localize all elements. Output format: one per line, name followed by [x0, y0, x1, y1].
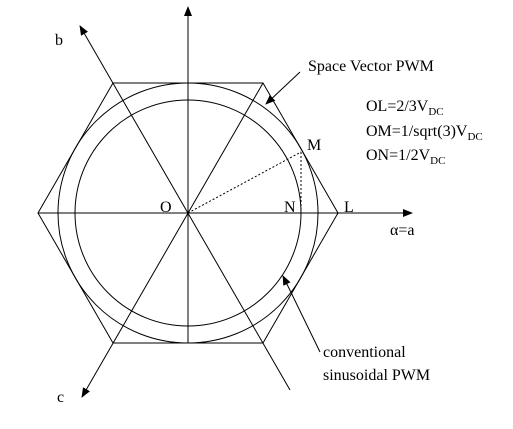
vertical-arrowhead [184, 6, 192, 16]
point-m-label: M [307, 137, 321, 154]
svpwm-annotation: Space Vector PWM [308, 58, 434, 75]
equation-on-main: ON=1/2V [366, 147, 431, 164]
point-l-label: L [344, 199, 354, 216]
equation-ol-main: OL=2/3V [366, 98, 429, 115]
c-axis-label: c [57, 389, 64, 406]
equation-on: ON=1/2VDC [366, 147, 445, 167]
point-o-label: O [160, 199, 172, 216]
alpha-axis-label: α=a [390, 222, 415, 239]
b-axis [79, 25, 291, 391]
equation-ol: OL=2/3VDC [366, 98, 444, 118]
b-axis-label: b [55, 32, 63, 49]
equation-om-main: OM=1/sqrt(3)V [366, 123, 468, 140]
conventional-annotation-line2: sinusoidal PWM [323, 367, 430, 384]
equation-on-sub: DC [430, 155, 445, 167]
equation-ol-sub: DC [428, 106, 443, 118]
c-axis [81, 82, 264, 398]
svpwm-leader [265, 71, 301, 105]
point-n-label: N [284, 199, 296, 216]
equation-om-sub: DC [467, 131, 482, 143]
conventional-leader [282, 275, 321, 353]
om-dotted-line [187, 151, 302, 214]
equation-om: OM=1/sqrt(3)VDC [366, 123, 483, 143]
conventional-annotation-line1: conventional [323, 344, 406, 361]
